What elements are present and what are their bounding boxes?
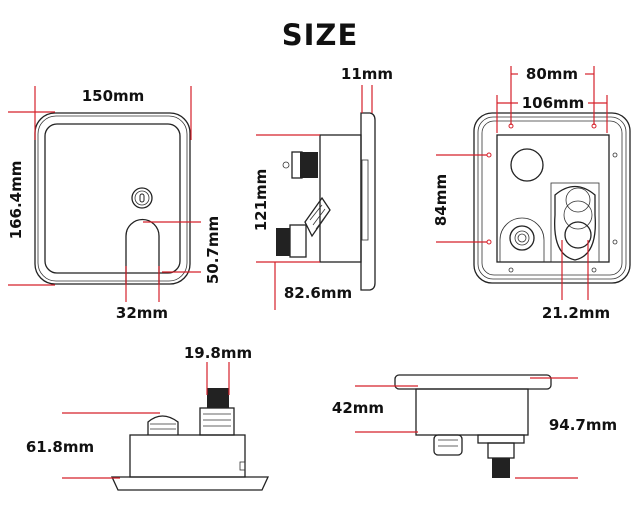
plate-height-label: 84mm	[432, 174, 450, 226]
side-body	[319, 134, 362, 263]
side-height-label: 121mm	[252, 169, 270, 232]
flange-thickness-label: 11mm	[341, 65, 393, 83]
bottom-left-body	[129, 434, 246, 478]
plate-width-label: 106mm	[522, 94, 585, 112]
water-inlet-fitting	[509, 225, 535, 251]
bottom-left-flange	[110, 476, 270, 491]
bottom-left-view: 19.8mm 61.8mm	[26, 344, 270, 491]
front-height-label: 166.4mm	[7, 161, 25, 240]
front-view: 150mm 166.4mm 50.7mm 32mm	[7, 86, 222, 322]
bottom-right-height-label: 42mm	[332, 399, 384, 417]
bottom-right-flange	[394, 374, 552, 390]
bottom-right-body	[415, 388, 529, 436]
bottom-right-width-label: 94.7mm	[549, 416, 617, 434]
fitting-diameter-label: 21.2mm	[542, 304, 610, 322]
front-width-label: 150mm	[82, 87, 145, 105]
city-water-fitting	[554, 185, 596, 261]
fitting-width-label: 19.8mm	[184, 344, 252, 362]
slot-height-label: 50.7mm	[204, 216, 222, 284]
front-door	[44, 123, 181, 274]
back-view: 80mm 106mm 84mm 21.2mm	[432, 65, 631, 322]
back-outer-frame	[473, 112, 631, 284]
hose-slot	[125, 218, 160, 284]
side-depth-label: 82.6mm	[284, 284, 352, 302]
slot-width-label: 32mm	[116, 304, 168, 322]
front-outer-frame	[34, 112, 191, 285]
hole-spacing-label: 80mm	[526, 65, 578, 83]
cable-port	[510, 148, 544, 182]
bottom-right-view: 42mm 94.7mm	[332, 374, 617, 479]
diagram-title: SIZE	[282, 18, 359, 52]
bottom-left-height-label: 61.8mm	[26, 438, 94, 456]
lock-icon	[131, 187, 153, 209]
side-view: 11mm 121mm 82.6mm	[252, 65, 393, 310]
side-flange	[360, 112, 376, 291]
